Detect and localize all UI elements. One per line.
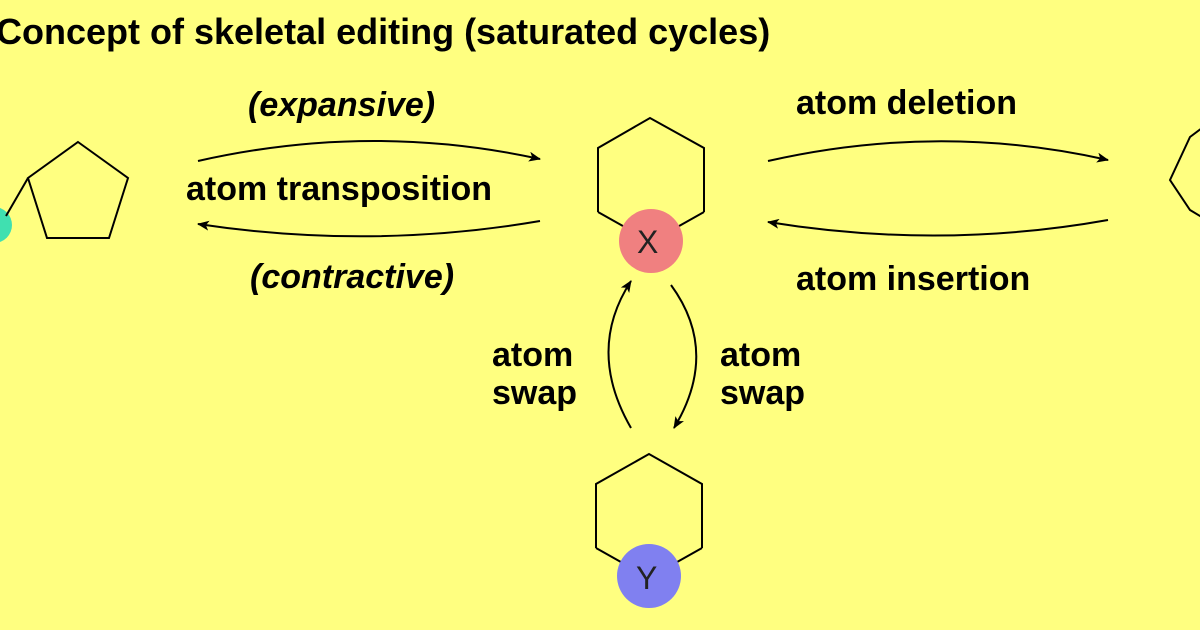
label-swap-right-line2: swap bbox=[720, 374, 806, 413]
atom-x-label: X bbox=[637, 224, 659, 260]
label-contractive: (contractive) bbox=[250, 258, 455, 296]
arrow-contractive bbox=[197, 220, 541, 238]
atom-y-circle bbox=[617, 544, 681, 608]
arrow-deletion bbox=[767, 140, 1109, 163]
label-swap-left-line2: swap bbox=[492, 374, 578, 413]
cyclopentane-ring-left bbox=[5, 140, 130, 239]
label-atom-swap-left: atom swap bbox=[492, 336, 577, 412]
arrow-swap-up bbox=[607, 280, 632, 429]
cyclopentane-ring-right bbox=[1168, 128, 1200, 218]
atom-y-label: Y bbox=[636, 560, 658, 596]
arrow-insertion bbox=[767, 218, 1109, 237]
label-swap-left-line1: atom bbox=[492, 336, 574, 374]
label-atom-insertion: atom insertion bbox=[796, 260, 1031, 298]
label-atom-transposition: atom transposition bbox=[186, 170, 493, 208]
label-expansive: (expansive) bbox=[248, 86, 436, 124]
arrow-expansive bbox=[197, 140, 541, 162]
left-partial-atom bbox=[0, 208, 12, 242]
arrow-swap-down bbox=[670, 284, 698, 429]
atom-x-circle bbox=[619, 209, 683, 273]
label-swap-right-line1: atom bbox=[720, 336, 802, 374]
diagram-title: Concept of skeletal editing (saturated c… bbox=[0, 11, 771, 52]
label-atom-swap-right: atom swap bbox=[720, 336, 805, 412]
label-atom-deletion: atom deletion bbox=[796, 84, 1018, 122]
